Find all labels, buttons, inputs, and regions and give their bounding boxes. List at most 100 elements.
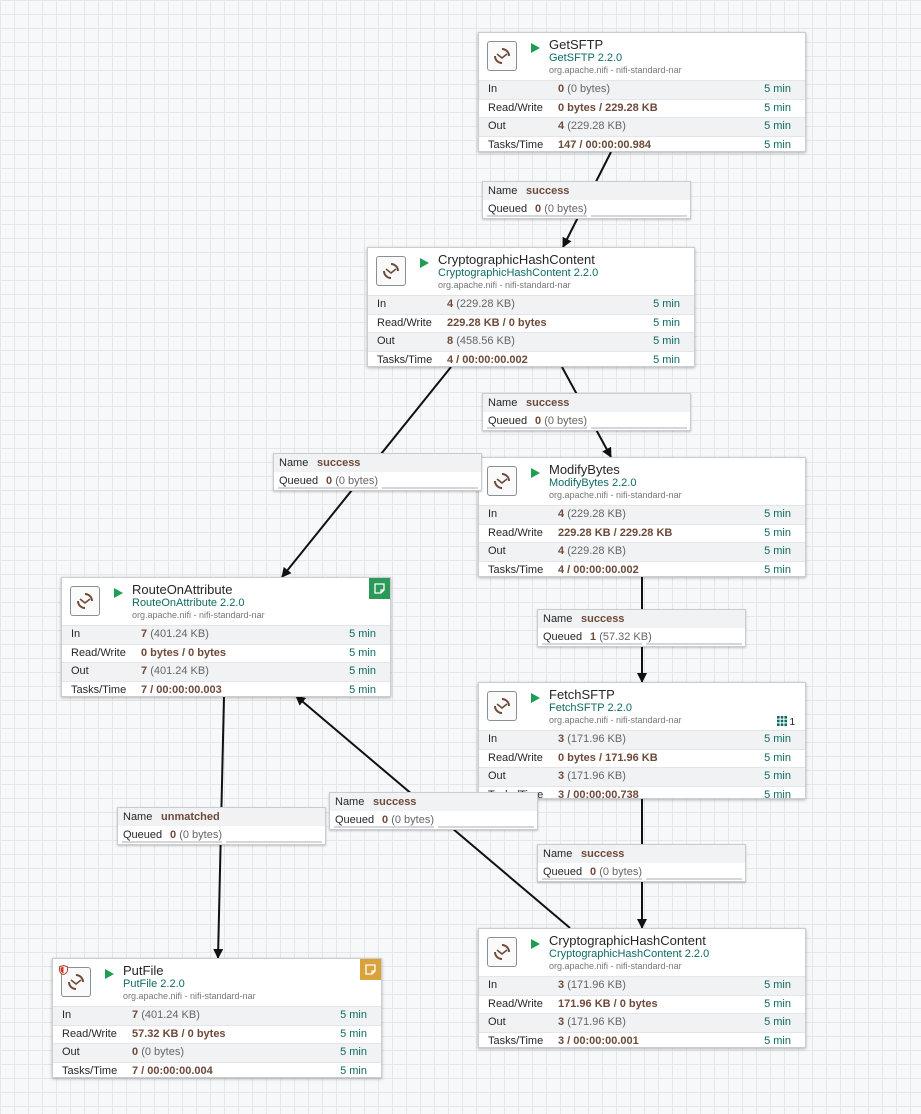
stat-count: 3 <box>558 733 565 745</box>
comment-icon[interactable] <box>360 959 381 980</box>
stat-size: (401.24 KB) <box>150 665 209 677</box>
processor-name[interactable]: CryptographicHashContent <box>438 252 595 267</box>
stat-label: In <box>488 83 498 95</box>
running-icon[interactable] <box>114 588 123 598</box>
running-icon[interactable] <box>531 939 540 949</box>
processor-fetchsftp[interactable]: FetchSFTP FetchSFTP 2.2.0 org.apache.nif… <box>478 682 806 801</box>
stat-label: Read/Write <box>377 316 432 329</box>
stat-value: 7 / 00:00:00.003 <box>141 683 222 696</box>
stat-window: 5 min <box>653 316 680 329</box>
processor-name[interactable]: PutFile <box>123 963 164 978</box>
processor-putfile[interactable]: PutFile PutFile 2.2.0 org.apache.nifi - … <box>52 958 382 1078</box>
stat-window: 5 min <box>764 770 791 782</box>
processor-header: ModifyBytes ModifyBytes 2.2.0 org.apache… <box>479 458 805 505</box>
queued-count: 0 <box>535 415 542 427</box>
queued-size: (0 bytes) <box>391 814 434 826</box>
processor-name[interactable]: RouteOnAttribute <box>132 582 233 597</box>
stat-label: In <box>488 979 498 991</box>
stat-size: (0 bytes) <box>141 1046 184 1058</box>
stat-read-write: Read/Write 229.28 KB / 0 bytes 5 min <box>368 313 694 333</box>
restricted-shield-icon <box>59 965 68 975</box>
stat-value: 7 / 00:00:00.004 <box>132 1064 213 1077</box>
processor-getsftp[interactable]: GetSFTP GetSFTP 2.2.0 org.apache.nifi - … <box>478 32 806 152</box>
processor-cryptographichashcontent-2[interactable]: CryptographicHashContent CryptographicHa… <box>478 928 806 1048</box>
stat-read-write: Read/Write 0 bytes / 0 bytes 5 min <box>62 643 390 663</box>
conn-name-label: Name <box>123 811 153 823</box>
running-icon[interactable] <box>531 43 540 53</box>
stat-window: 5 min <box>764 997 791 1010</box>
stat-label: Tasks/Time <box>62 1064 118 1077</box>
queued-count: 1 <box>590 631 597 643</box>
stat-count: 0 <box>558 83 565 95</box>
stat-count: 4 <box>447 298 454 310</box>
stat-window: 5 min <box>340 1064 367 1077</box>
running-icon[interactable] <box>531 693 540 703</box>
relationship-name: unmatched <box>161 811 220 823</box>
running-icon[interactable] <box>531 468 540 478</box>
queue-progress-bar <box>591 215 687 217</box>
queue-progress-bar <box>646 878 742 880</box>
conn-name-label: Name <box>279 457 309 469</box>
stat-window: 5 min <box>340 1009 367 1021</box>
stat-label: In <box>488 733 498 745</box>
stat-window: 5 min <box>653 335 680 347</box>
processor-modifybytes[interactable]: ModifyBytes ModifyBytes 2.2.0 org.apache… <box>478 457 806 577</box>
processor-routeonattribute[interactable]: RouteOnAttribute RouteOnAttribute 2.2.0 … <box>61 577 391 697</box>
processor-name[interactable]: GetSFTP <box>549 37 604 52</box>
stat-label: Out <box>62 1046 80 1058</box>
stat-value: 147 / 00:00:00.984 <box>558 138 651 151</box>
processor-name[interactable]: CryptographicHashContent <box>549 933 706 948</box>
running-icon[interactable] <box>105 969 114 979</box>
stat-size: (229.28 KB) <box>567 120 626 132</box>
stat-value: 229.28 KB / 0 bytes <box>447 316 547 329</box>
processor-name[interactable]: FetchSFTP <box>549 687 615 702</box>
processor-nar: org.apache.nifi - nifi-standard-nar <box>549 961 682 971</box>
queue-progress-bar <box>487 427 587 429</box>
stat-window: 5 min <box>764 751 791 764</box>
stat-count: 4 <box>558 120 565 132</box>
stat-value: 57.32 KB / 0 bytes <box>132 1027 226 1040</box>
stat-label: Read/Write <box>71 646 126 659</box>
processor-nar: org.apache.nifi - nifi-standard-nar <box>123 991 256 1001</box>
conn-name-label: Name <box>543 848 573 860</box>
running-icon[interactable] <box>420 258 429 268</box>
stat-size: (171.96 KB) <box>567 979 626 991</box>
comment-icon[interactable] <box>369 578 390 599</box>
stat-value: 0 bytes / 0 bytes <box>141 646 226 659</box>
conn-name-label: Name <box>488 185 518 197</box>
processor-cryptographichashcontent-1[interactable]: CryptographicHashContent CryptographicHa… <box>367 247 695 367</box>
processor-name[interactable]: ModifyBytes <box>549 462 620 477</box>
stat-window: 5 min <box>349 646 376 659</box>
stat-label: Out <box>488 770 506 782</box>
stat-count: 0 <box>132 1046 139 1058</box>
stat-window: 5 min <box>764 508 791 520</box>
stat-label: In <box>62 1009 72 1021</box>
stat-label: Tasks/Time <box>488 138 544 151</box>
stat-window: 5 min <box>764 563 791 576</box>
conn-name-label: Name <box>335 796 365 808</box>
stat-label: Out <box>488 545 506 557</box>
stat-label: Tasks/Time <box>488 1034 544 1047</box>
stat-window: 5 min <box>764 1034 791 1047</box>
stat-label: Out <box>377 335 395 347</box>
stat-window: 5 min <box>340 1027 367 1040</box>
stat-label: In <box>377 298 387 310</box>
processor-header: PutFile PutFile 2.2.0 org.apache.nifi - … <box>53 959 381 1006</box>
queue-progress-bar <box>334 826 434 828</box>
stat-value: 3 / 00:00:00.001 <box>558 1034 639 1047</box>
